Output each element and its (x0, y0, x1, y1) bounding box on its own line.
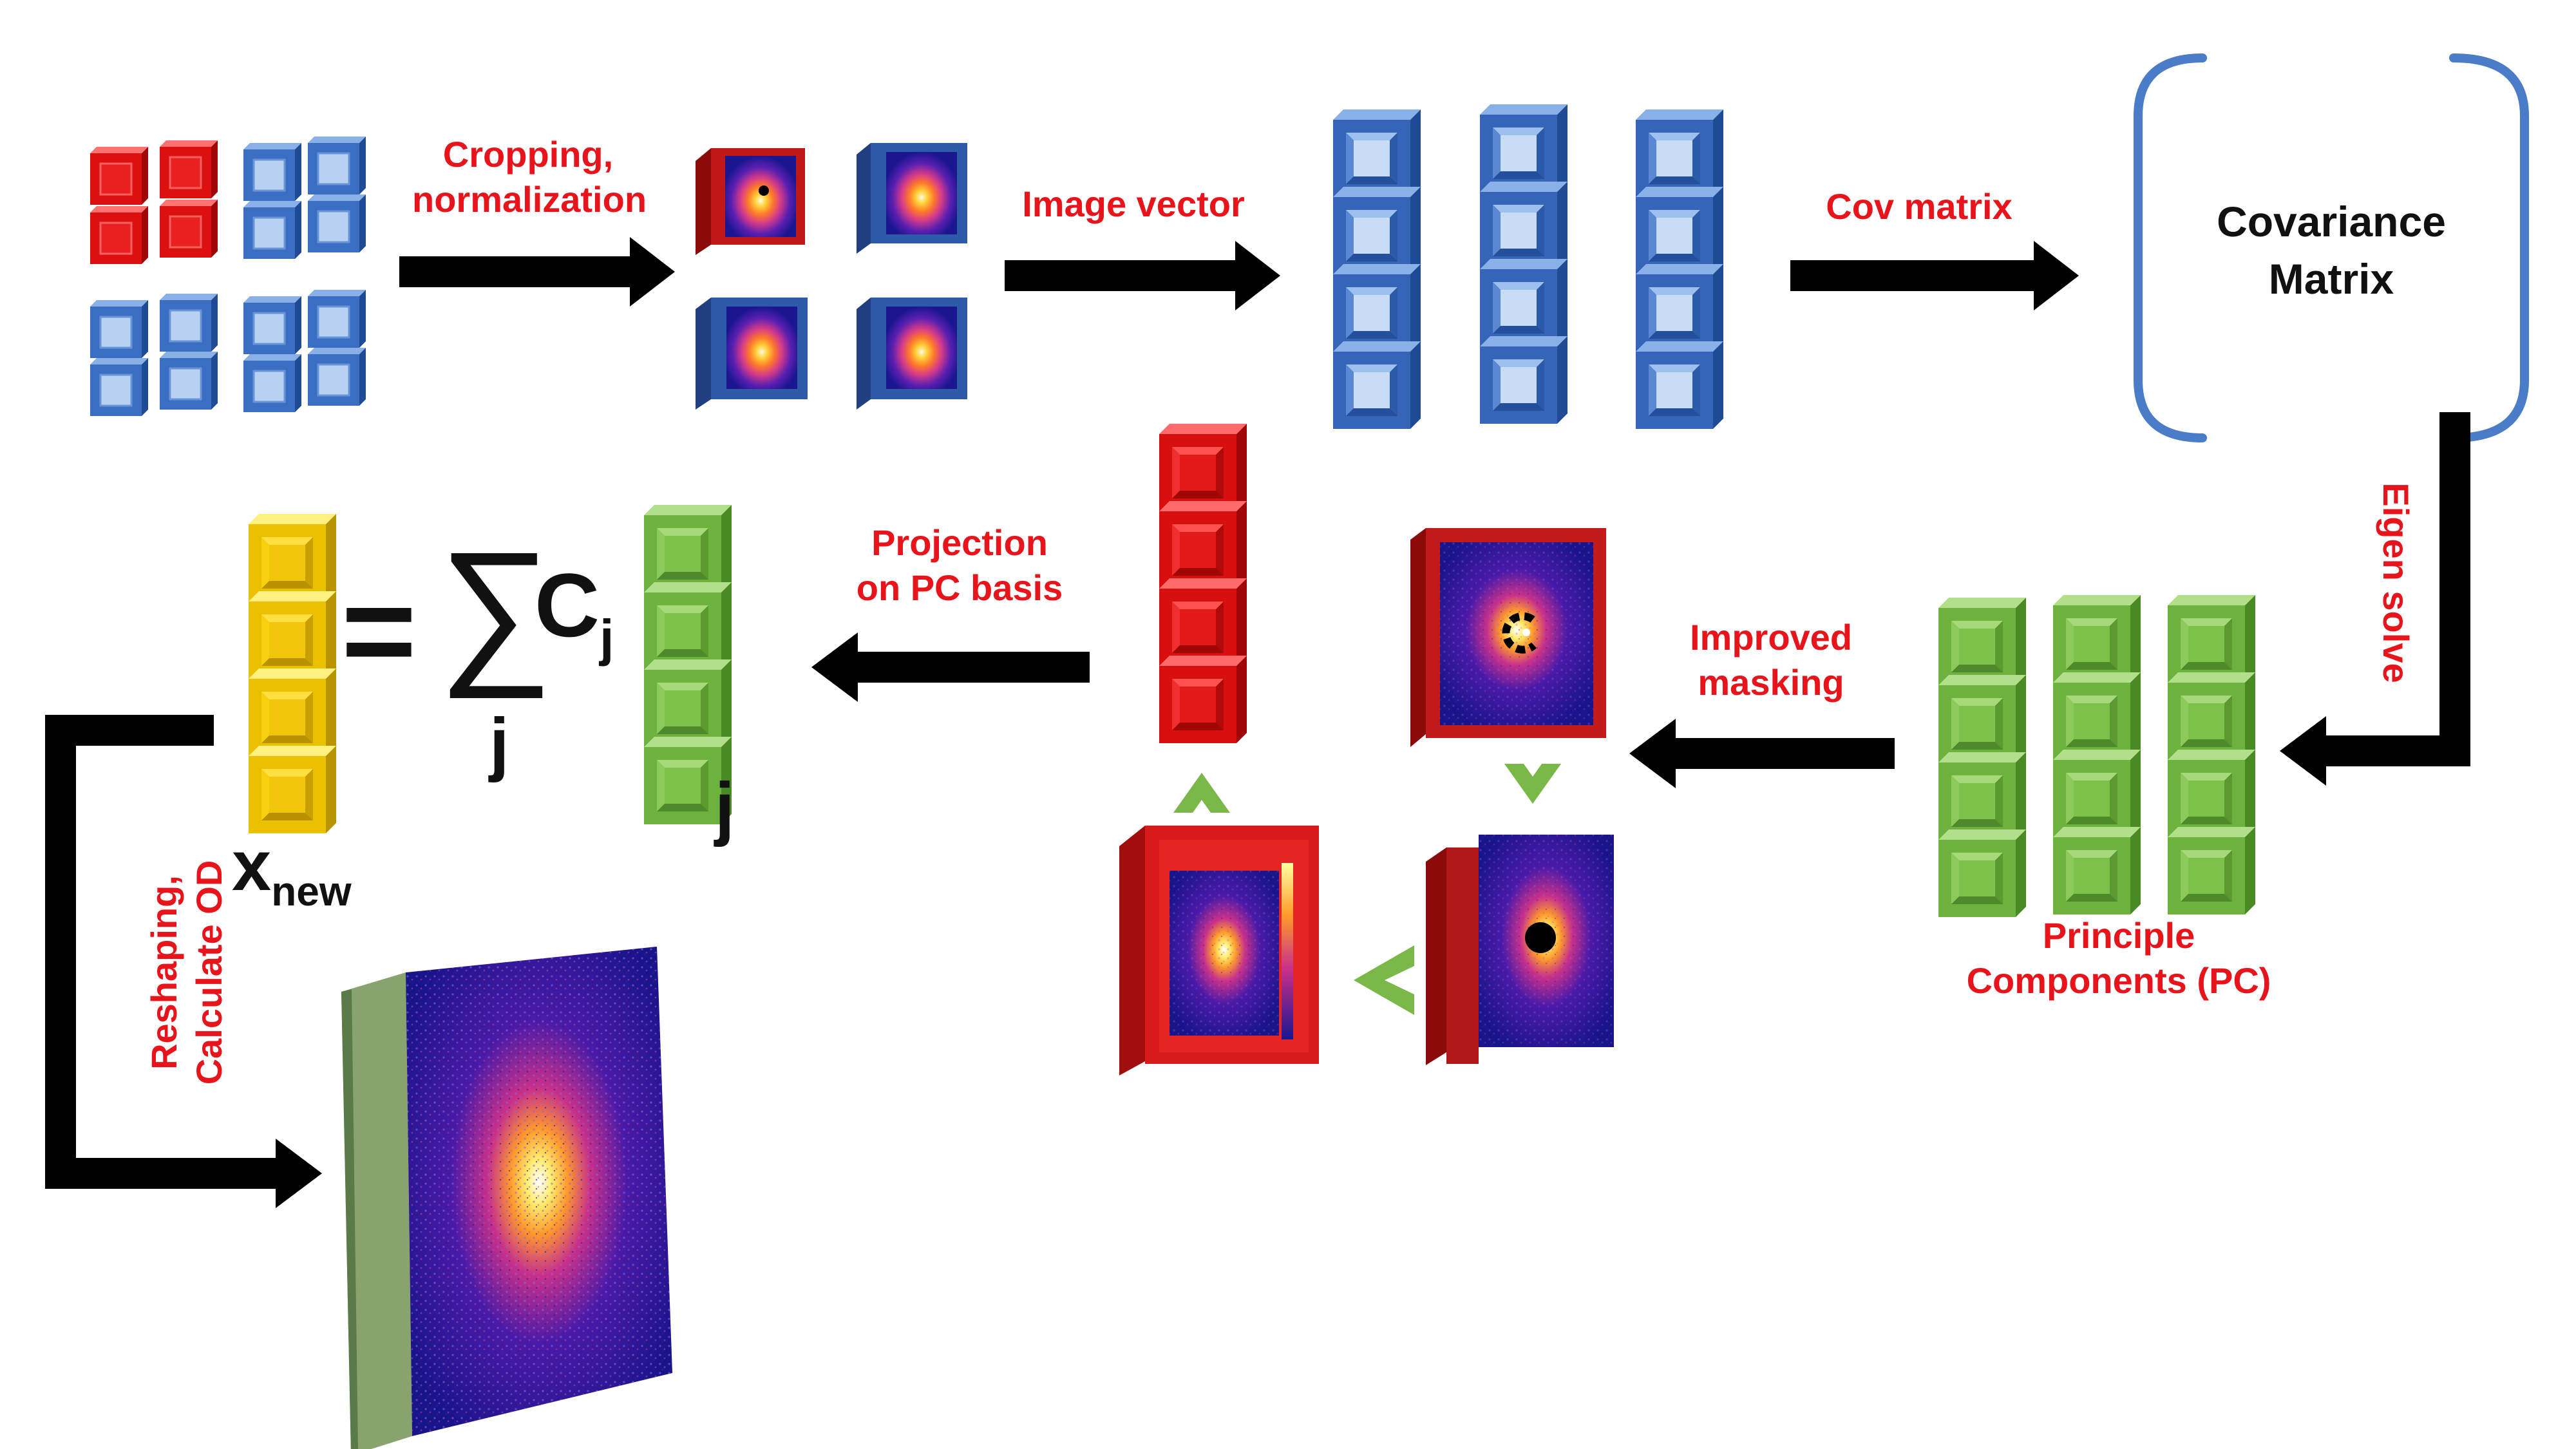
cropped-image-blue-3 (857, 298, 967, 410)
label-projection-line1: Projection (871, 522, 1048, 563)
principal-components (1938, 595, 2255, 917)
label-projection-line2: on PC basis (856, 567, 1063, 608)
label-cov-matrix: Cov matrix (1826, 186, 2012, 227)
equation-equals: = (341, 559, 417, 703)
equation-coef-subscript: j (600, 609, 614, 667)
equation-x-letter: x (232, 826, 272, 905)
label-cropping: Cropping, normalization (412, 132, 647, 222)
framed-plot-with-colorbar (1119, 826, 1319, 1075)
label-improved-line1: Improved (1689, 617, 1853, 658)
arrow-eigen-solve (2280, 412, 2470, 786)
arrow-projection (811, 632, 1090, 702)
label-improved-masking: Improved masking (1649, 615, 1893, 705)
image-vectors (1333, 104, 1723, 429)
covariance-matrix-brackets (2134, 53, 2529, 442)
equation-sigma: ∑ (438, 518, 553, 698)
cropped-image-blue-1 (857, 143, 967, 254)
covariance-line2: Matrix (2268, 255, 2394, 303)
label-pc-line2: Components (PC) (1966, 960, 2271, 1001)
label-pc-line1: Principle (2042, 915, 2195, 956)
final-od-image (341, 947, 672, 1449)
cropped-images (696, 143, 967, 410)
label-reshaping-line1: Reshaping, (144, 875, 184, 1070)
arrow-cropping (399, 237, 675, 307)
equation-x-new: xnew (232, 831, 352, 914)
masked-plot-lower (1426, 835, 1614, 1065)
label-cropping-line1: Cropping, (442, 134, 614, 175)
covariance-line1: Covariance (2217, 198, 2446, 245)
label-reshaping: Reshaping, Calculate OD (142, 824, 232, 1121)
raw-image-blocks (89, 135, 367, 417)
equation-coef-letter: C (535, 554, 600, 656)
label-pc: Principle Components (PC) (1919, 913, 2318, 1003)
covariance-matrix-label: Covariance Matrix (2164, 193, 2499, 308)
chevron-up-icon (1173, 773, 1230, 813)
arrow-image-vector (1005, 241, 1280, 310)
x-new-vector (249, 514, 336, 833)
masked-image-vector (1159, 424, 1247, 743)
equation-sum-index: j (489, 704, 509, 783)
label-improved-line2: masking (1698, 662, 1844, 703)
label-image-vector: Image vector (1022, 184, 1245, 224)
chevron-left-icon (1354, 945, 1414, 1015)
equation-vector-subscript: j (715, 768, 735, 848)
cropped-image-red (696, 148, 805, 255)
label-cropping-line2: normalization (412, 179, 647, 220)
cropped-image-blue-2 (696, 298, 808, 410)
chevron-down-icon (1504, 764, 1561, 804)
label-projection: Projection on PC basis (831, 520, 1088, 611)
equation-coefficient: Cj (535, 560, 614, 664)
arrow-improved-masking (1629, 719, 1895, 788)
arrow-cov-matrix (1790, 241, 2079, 310)
arrow-reshaping (45, 715, 322, 1208)
masked-plot-upper (1410, 528, 1606, 747)
label-reshaping-line2: Calculate OD (189, 860, 229, 1085)
equation-x-subscript: new (271, 868, 352, 914)
label-eigen-solve: Eigen solve (2376, 482, 2416, 683)
